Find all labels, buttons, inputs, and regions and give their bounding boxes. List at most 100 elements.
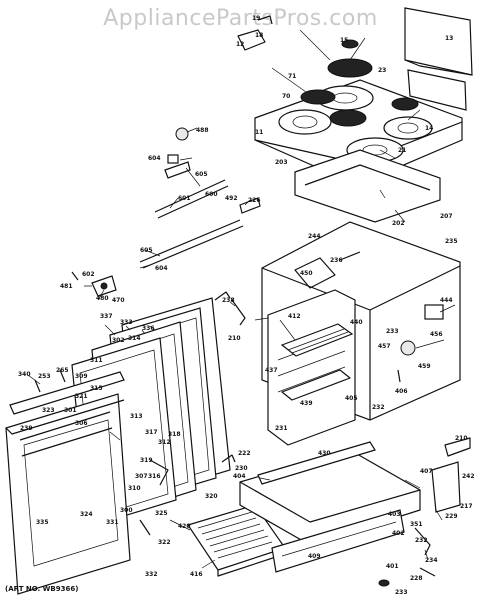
callout-label: 321 (75, 393, 88, 400)
broil-element-rod (142, 225, 244, 269)
switch (167, 154, 179, 164)
door-hinge (221, 454, 236, 463)
backguard (404, 7, 473, 76)
rack-support (277, 366, 346, 393)
callout-label: 314 (128, 335, 141, 342)
leveling-leg (378, 579, 390, 587)
callout-label: 11 (255, 129, 263, 136)
callout-label: 336 (142, 325, 155, 332)
callout-label: 236 (330, 257, 343, 264)
burner-box (294, 149, 441, 223)
callout-label: 407 (420, 468, 433, 475)
callout-label: 409 (308, 553, 321, 560)
callout-label: 21 (398, 147, 406, 154)
burner-box-inner (304, 164, 431, 191)
drip-pan-right-front (383, 116, 433, 140)
callout-label: 15 (340, 37, 348, 44)
callout-label: 457 (378, 343, 391, 350)
callout-label: 602 (82, 271, 95, 278)
callout-label: 239 (20, 425, 33, 432)
callout-label: 235 (445, 238, 458, 245)
callout-label: 404 (233, 473, 246, 480)
terminal-block (341, 39, 359, 49)
callout-label: 231 (275, 425, 288, 432)
callout-label: 315 (90, 385, 103, 392)
callout-label: 238 (222, 297, 235, 304)
callout-label: 232 (372, 404, 385, 411)
screw-clip (257, 15, 273, 25)
leader-lines (27, 29, 456, 569)
cooktop-assembly (237, 7, 473, 223)
callout-label: 430 (318, 450, 331, 457)
callout-label: 23 (378, 67, 386, 74)
surface-unit-small (300, 89, 336, 105)
backguard-edge (404, 59, 473, 76)
anti-tip-bracket (444, 437, 471, 457)
callout-label: 12 (236, 41, 244, 48)
callout-label: 600 (205, 191, 218, 198)
callout-label: 210 (455, 435, 468, 442)
callout-label: 307 (135, 473, 148, 480)
bake-element (281, 369, 351, 401)
drip-pan-center (292, 115, 318, 129)
wire-clip (231, 299, 246, 326)
leg-spring (414, 527, 431, 556)
callout-label: 324 (80, 511, 93, 518)
kickplate-trim (281, 521, 397, 557)
callout-label: 18 (255, 32, 263, 39)
callout-label: 488 (196, 127, 209, 134)
broiler-pan-grid (197, 511, 273, 559)
callout-label: 332 (145, 571, 158, 578)
handle-screw (34, 379, 41, 393)
wire (339, 251, 361, 261)
callout-label: 337 (100, 313, 113, 320)
side-bracket (407, 69, 467, 111)
oven-door-assembly (5, 291, 236, 595)
callout-label: 351 (410, 521, 423, 528)
callout-label: 309 (75, 373, 88, 380)
screw (397, 369, 401, 383)
callout-label: 492 (225, 195, 238, 202)
callout-label: 19 (252, 15, 260, 22)
callout-label: 406 (395, 388, 408, 395)
drip-pan-center (397, 122, 419, 134)
door-trim (19, 411, 113, 457)
callout-label: 437 (265, 367, 278, 374)
callout-label: 234 (425, 557, 438, 564)
callout-label: 316 (148, 473, 161, 480)
outer-door (5, 393, 131, 595)
callout-label: 335 (36, 519, 49, 526)
callout-label: 481 (60, 283, 73, 290)
callout-label: 253 (38, 373, 51, 380)
callout-label: 403 (388, 511, 401, 518)
oven-cavity (267, 289, 356, 446)
callout-label: 456 (430, 331, 443, 338)
callout-label: 605 (140, 247, 153, 254)
callout-label: 242 (462, 473, 475, 480)
callout-label: 317 (145, 429, 158, 436)
callout-label: 217 (460, 503, 473, 510)
callout-label: 405 (345, 395, 358, 402)
surface-unit-large (327, 58, 373, 78)
callout-label: 207 (440, 213, 453, 220)
callout-label: 301 (64, 407, 77, 414)
callout-label: 300 (120, 507, 133, 514)
callout-label: 313 (130, 413, 143, 420)
door-handle (9, 371, 125, 415)
callout-label: 71 (288, 73, 296, 80)
callout-label: 310 (128, 485, 141, 492)
callout-label: 420 (178, 523, 191, 530)
drip-pan-left-front (278, 109, 332, 135)
callout-label: 322 (158, 539, 171, 546)
element-bracket (239, 197, 261, 214)
oven-cabinet (231, 221, 461, 446)
callout-label: 601 (178, 195, 191, 202)
element-rod (157, 185, 229, 219)
drawer-edge (239, 481, 421, 523)
infinite-switch (400, 340, 416, 356)
callout-label: 450 (300, 270, 313, 277)
callout-label: 311 (90, 357, 103, 364)
broil-element-rod (139, 219, 241, 263)
screw (71, 271, 79, 281)
